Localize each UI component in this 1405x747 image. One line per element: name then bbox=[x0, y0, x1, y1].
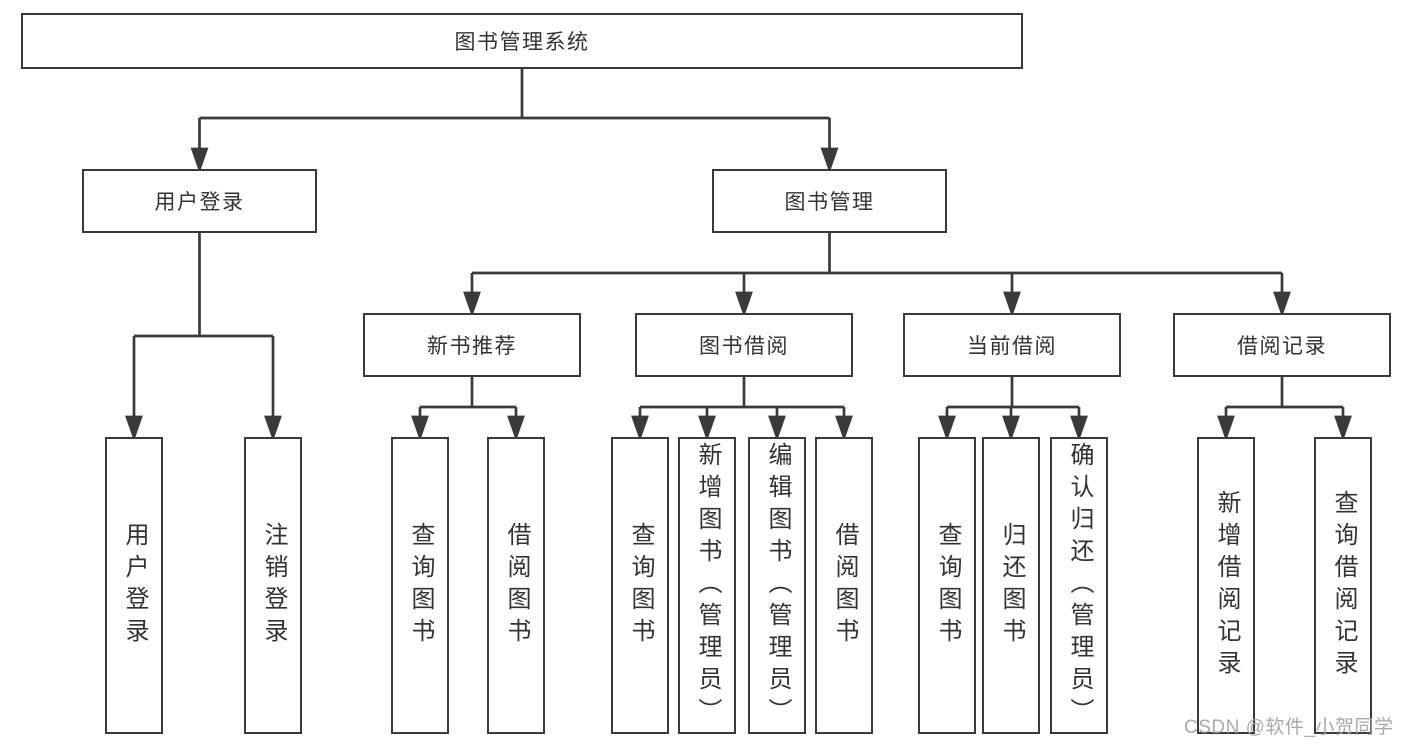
node-book-borrowing-label: 图书借阅 bbox=[699, 335, 789, 358]
leaf-borrowing-add-book-admin: 新增图书（管理员） bbox=[678, 437, 736, 734]
arrow-down-icon bbox=[1003, 291, 1021, 318]
connector-borrow-records-to-leaves bbox=[1217, 377, 1352, 442]
arrow-down-icon bbox=[411, 415, 429, 442]
leaf-logout: 注销登录 bbox=[244, 437, 302, 734]
node-user-login: 用户登录 bbox=[82, 169, 317, 233]
arrow-down-icon bbox=[1002, 415, 1020, 442]
leaf-current-query-books-label: 查询图书 bbox=[934, 521, 961, 650]
leaf-current-return-books: 归还图书 bbox=[982, 437, 1040, 734]
leaf-newbooks-borrow-books: 借阅图书 bbox=[487, 437, 545, 734]
leaf-borrowing-query-books-label: 查询图书 bbox=[627, 521, 654, 650]
leaf-borrowing-edit-book-admin: 编辑图书（管理员） bbox=[748, 437, 806, 734]
leaf-current-confirm-return-admin: 确认归还（管理员） bbox=[1050, 437, 1108, 734]
leaf-borrowing-borrow-books: 借阅图书 bbox=[815, 437, 873, 734]
node-borrow-records-label: 借阅记录 bbox=[1237, 335, 1327, 358]
arrow-down-icon bbox=[820, 147, 839, 174]
leaf-current-return-books-label: 归还图书 bbox=[998, 521, 1025, 650]
leaf-borrowing-add-book-admin-label: 新增图书（管理员） bbox=[694, 441, 721, 730]
arrow-down-icon bbox=[190, 147, 209, 174]
arrow-down-icon bbox=[125, 415, 143, 442]
csdn-watermark: CSDN @软件_小贺同学 bbox=[1184, 717, 1394, 738]
node-book-management-label: 图书管理 bbox=[784, 191, 875, 214]
arrow-down-icon bbox=[507, 415, 525, 442]
arrow-down-icon bbox=[1217, 415, 1235, 442]
arrow-down-icon bbox=[1334, 415, 1352, 442]
leaf-logout-label: 注销登录 bbox=[260, 521, 287, 650]
connector-new-books-to-leaves bbox=[411, 377, 525, 442]
connector-book-management-to-level3 bbox=[463, 233, 1291, 318]
arrow-down-icon bbox=[631, 415, 649, 442]
node-root-label: 图书管理系统 bbox=[454, 31, 590, 54]
arrow-down-icon bbox=[735, 291, 753, 318]
leaf-newbooks-query-books-label: 查询图书 bbox=[407, 521, 434, 650]
leaf-newbooks-query-books: 查询图书 bbox=[391, 437, 449, 734]
node-book-management: 图书管理 bbox=[712, 169, 947, 233]
arrow-down-icon bbox=[1070, 415, 1088, 442]
leaf-borrowing-query-books: 查询图书 bbox=[611, 437, 669, 734]
leaf-records-add-record-label: 新增借阅记录 bbox=[1213, 489, 1240, 682]
arrow-down-icon bbox=[835, 415, 853, 442]
connector-current-borrowing-to-leaves bbox=[938, 377, 1088, 442]
arrow-down-icon bbox=[938, 415, 956, 442]
node-current-borrowing-label: 当前借阅 bbox=[967, 335, 1057, 358]
leaf-records-query-record-label: 查询借阅记录 bbox=[1330, 489, 1357, 682]
arrow-down-icon bbox=[698, 415, 716, 442]
node-book-borrowing: 图书借阅 bbox=[635, 313, 853, 377]
leaf-records-add-record: 新增借阅记录 bbox=[1197, 437, 1255, 734]
leaf-records-query-record: 查询借阅记录 bbox=[1314, 437, 1372, 734]
arrow-down-icon bbox=[1273, 291, 1291, 318]
leaf-current-query-books: 查询图书 bbox=[918, 437, 976, 734]
node-new-book-recommend-label: 新书推荐 bbox=[427, 335, 517, 358]
node-user-login-label: 用户登录 bbox=[154, 191, 245, 214]
connector-user-login-to-leaves bbox=[125, 233, 282, 442]
connector-root-to-level2 bbox=[190, 69, 839, 174]
node-current-borrowing: 当前借阅 bbox=[903, 313, 1121, 377]
arrow-down-icon bbox=[463, 291, 481, 318]
leaf-borrowing-borrow-books-label: 借阅图书 bbox=[831, 521, 858, 650]
node-root: 图书管理系统 bbox=[21, 13, 1023, 69]
leaf-newbooks-borrow-books-label: 借阅图书 bbox=[503, 521, 530, 650]
node-borrow-records: 借阅记录 bbox=[1173, 313, 1391, 377]
leaf-user-login-label: 用户登录 bbox=[121, 521, 148, 650]
leaf-borrowing-edit-book-admin-label: 编辑图书（管理员） bbox=[764, 441, 791, 730]
arrow-down-icon bbox=[264, 415, 282, 442]
arrow-down-icon bbox=[768, 415, 786, 442]
node-new-book-recommend: 新书推荐 bbox=[363, 313, 581, 377]
connector-book-borrowing-to-leaves bbox=[631, 377, 853, 442]
leaf-current-confirm-return-admin-label: 确认归还（管理员） bbox=[1066, 441, 1093, 730]
leaf-user-login: 用户登录 bbox=[105, 437, 163, 734]
